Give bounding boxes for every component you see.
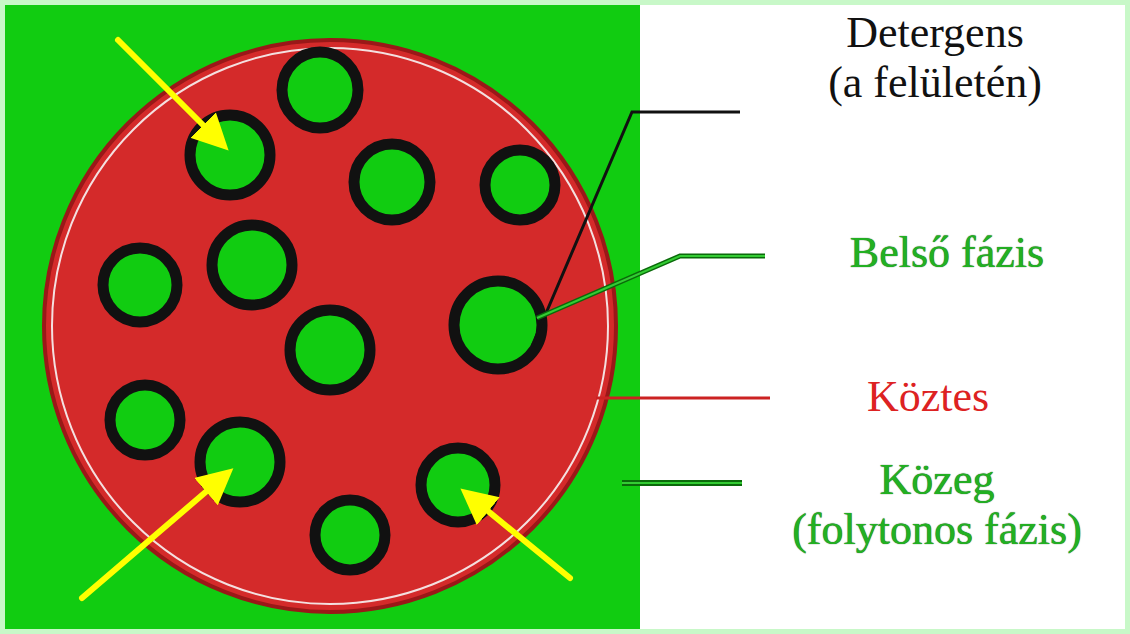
- droplet: [485, 150, 555, 220]
- droplet: [282, 52, 358, 128]
- inner-droplets: [103, 52, 555, 570]
- intermediate-rim: [52, 48, 608, 604]
- droplet: [454, 281, 542, 369]
- droplet: [103, 248, 177, 322]
- yellow-arrows: [82, 40, 570, 598]
- leader-line: [537, 256, 765, 318]
- intermediate-label: Köztes: [778, 372, 1078, 422]
- leader-line: [596, 397, 770, 400]
- pointer-arrow: [82, 478, 222, 598]
- leader-line: [537, 256, 765, 318]
- droplet: [110, 385, 180, 455]
- leader-line: [622, 482, 742, 484]
- inner-phase-label: Belső fázis: [772, 228, 1122, 278]
- pointer-arrow: [472, 498, 570, 578]
- pointer-arrow: [118, 40, 218, 140]
- leader-line: [622, 480, 742, 486]
- detergent-label: Detergens (a felületén): [745, 8, 1125, 108]
- intermediate-phase: [44, 40, 616, 612]
- droplet: [354, 144, 430, 220]
- leader-line: [532, 112, 740, 346]
- medium-label: Közeg (folytonos fázis): [748, 455, 1126, 555]
- droplet: [290, 310, 370, 390]
- droplet: [212, 225, 292, 305]
- droplet: [315, 500, 385, 570]
